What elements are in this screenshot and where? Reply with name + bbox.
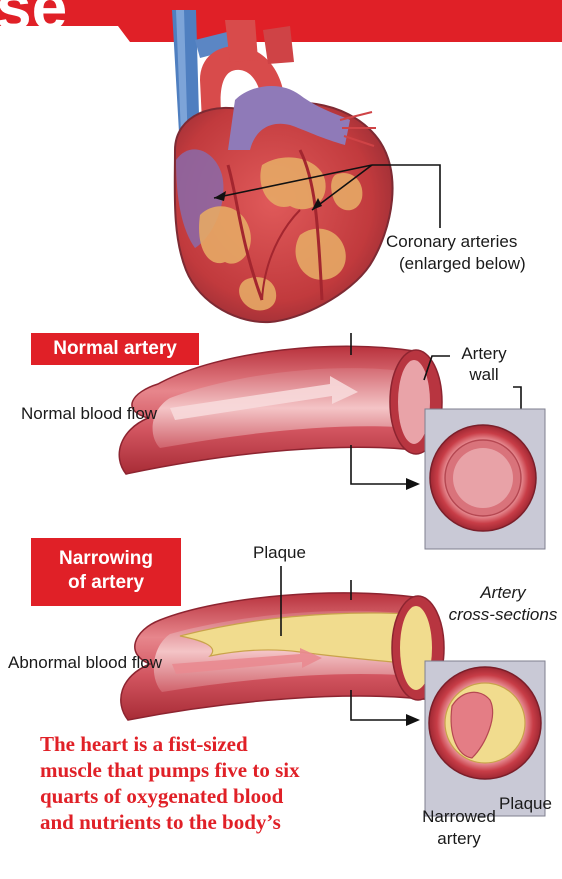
narrowing-badge-line2: of artery	[31, 571, 181, 595]
cross-sections-label-line2: cross-sections	[445, 604, 561, 625]
coronary-label-line2: (enlarged below)	[399, 253, 526, 274]
arrow-head	[406, 714, 420, 726]
narrowed-artery-tube	[121, 593, 444, 720]
plaque-label: Plaque	[253, 542, 306, 563]
normal-artery-badge: Normal artery	[31, 333, 199, 365]
arrow-head	[406, 478, 420, 490]
narrowing-badge: Narrowing of artery	[31, 538, 181, 606]
cross-section-plaque-label: Plaque	[499, 793, 552, 814]
narrowed-artery-label-line2: artery	[416, 828, 502, 849]
heart-illustration	[172, 10, 393, 322]
caption-text: The heart is a fist-sized muscle that pu…	[40, 731, 400, 835]
coronary-label-line1: Coronary arteries	[386, 231, 517, 252]
artery-wall-label-line2: wall	[452, 364, 516, 385]
narrowed-artery-label-line1: Narrowed	[416, 806, 502, 827]
normal-artery-tube	[119, 346, 442, 474]
normal-lumen-highlight	[453, 448, 513, 508]
caption-line: and nutrients to the body’s	[40, 809, 400, 835]
abnormal-flow-label: Abnormal blood flow	[8, 652, 162, 673]
caption-line: The heart is a fist-sized	[40, 731, 400, 757]
caption-line: quarts of oxygenated blood	[40, 783, 400, 809]
artery-wall-label-line1: Artery	[452, 343, 516, 364]
banner-title: se	[0, 0, 67, 42]
narrowing-badge-line1: Narrowing	[31, 547, 181, 571]
normal-flow-label: Normal blood flow	[21, 403, 157, 424]
cross-sections-label-line1: Artery	[458, 582, 548, 603]
caption-line: muscle that pumps five to six	[40, 757, 400, 783]
